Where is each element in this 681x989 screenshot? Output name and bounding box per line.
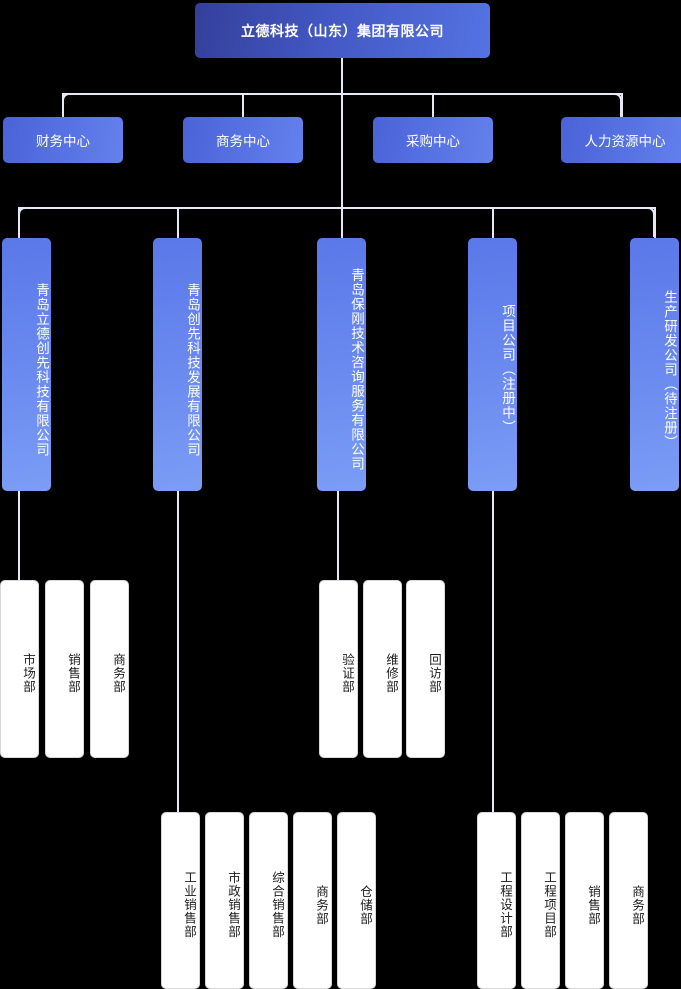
dept-label: 市政销售部 (226, 871, 240, 939)
connector-center-drop-3 (432, 93, 434, 118)
dept-box[interactable]: 工程设计部 (477, 812, 516, 989)
dept-box[interactable]: 工业销售部 (161, 812, 200, 989)
node-subsidiary-qingdao-baogang-label: 青岛保刚技术咨询服务有限公司 (349, 268, 364, 471)
node-subsidiary-qingdao-lide-label: 青岛立德创先科技有限公司 (34, 282, 49, 457)
node-subsidiary-qingdao-chuangxian-label: 青岛创先科技发展有限公司 (185, 282, 200, 457)
node-center-business[interactable]: 商务中心 (183, 117, 303, 163)
dept-box[interactable]: 综合销售部 (249, 812, 288, 989)
connector-dept-drop-chuangxian (177, 491, 179, 813)
connector-root-stem (341, 58, 343, 208)
node-subsidiary-project-company-label: 项目公司（注册中） (500, 304, 515, 435)
dept-label: 工业销售部 (182, 871, 196, 939)
connector-sub-drop-1 (18, 207, 20, 240)
dept-box[interactable]: 工程项目部 (521, 812, 560, 989)
node-root-label: 立德科技（山东）集团有限公司 (241, 22, 444, 39)
dept-box[interactable]: 销售部 (565, 812, 604, 989)
connector-sub-drop-5 (654, 207, 656, 240)
connector-dept-drop-lide (18, 491, 20, 581)
connector-center-drop-2 (242, 93, 244, 118)
dept-box[interactable]: 商务部 (609, 812, 648, 989)
dept-label: 工程设计部 (498, 871, 512, 939)
connector-sub-bus-right (625, 207, 655, 237)
node-center-hr[interactable]: 人力资源中心 (561, 117, 681, 163)
connector-dept-drop-project (492, 491, 494, 813)
node-subsidiary-project-company[interactable]: 项目公司（注册中） (468, 238, 517, 491)
connector-sub-drop-2 (177, 207, 179, 240)
connector-center-bus (62, 93, 622, 95)
node-center-procurement[interactable]: 采购中心 (373, 117, 493, 163)
connector-sub-drop-4 (492, 207, 494, 240)
dept-box[interactable]: 验证部 (319, 580, 358, 758)
dept-label: 验证部 (340, 653, 354, 694)
connector-center-bus-right (592, 93, 622, 118)
node-subsidiary-qingdao-baogang[interactable]: 青岛保刚技术咨询服务有限公司 (317, 238, 366, 491)
dept-label: 销售部 (586, 884, 600, 926)
node-center-hr-label: 人力资源中心 (584, 134, 666, 149)
connector-dept-drop-baogang (337, 491, 339, 581)
node-center-finance[interactable]: 财务中心 (3, 117, 123, 163)
dept-label: 销售部 (66, 653, 80, 694)
node-subsidiary-qingdao-lide[interactable]: 青岛立德创先科技有限公司 (2, 238, 51, 491)
dept-label: 仓储部 (358, 884, 372, 926)
dept-label: 回访部 (427, 653, 441, 694)
node-center-business-label: 商务中心 (216, 134, 270, 149)
connector-sub-bus (18, 207, 655, 209)
dept-box[interactable]: 维修部 (363, 580, 402, 758)
node-subsidiary-production-rd[interactable]: 生产研发公司（待注册） (630, 238, 679, 491)
connector-center-bus-left (62, 93, 92, 118)
node-center-procurement-label: 采购中心 (406, 134, 460, 149)
dept-box[interactable]: 商务部 (90, 580, 129, 758)
node-root-company[interactable]: 立德科技（山东）集团有限公司 (195, 3, 490, 58)
node-center-finance-label: 财务中心 (36, 134, 90, 149)
node-subsidiary-production-rd-label: 生产研发公司（待注册） (662, 289, 677, 450)
dept-box[interactable]: 销售部 (45, 580, 84, 758)
node-subsidiary-qingdao-chuangxian[interactable]: 青岛创先科技发展有限公司 (153, 238, 202, 491)
dept-label: 工程项目部 (542, 871, 556, 939)
connector-sub-drop-3 (341, 207, 343, 240)
dept-label: 商务部 (630, 884, 644, 926)
dept-label: 商务部 (314, 884, 328, 926)
dept-label: 维修部 (384, 653, 398, 694)
dept-box[interactable]: 仓储部 (337, 812, 376, 989)
dept-label: 市场部 (21, 653, 35, 694)
dept-label: 商务部 (111, 653, 125, 694)
dept-label: 综合销售部 (270, 871, 284, 939)
dept-box[interactable]: 回访部 (406, 580, 445, 758)
dept-box[interactable]: 商务部 (293, 812, 332, 989)
dept-box[interactable]: 市政销售部 (205, 812, 244, 989)
connector-center-drop-1 (62, 93, 64, 118)
connector-sub-bus-left (18, 207, 48, 237)
connector-center-drop-4 (621, 93, 623, 118)
dept-box[interactable]: 市场部 (0, 580, 39, 758)
